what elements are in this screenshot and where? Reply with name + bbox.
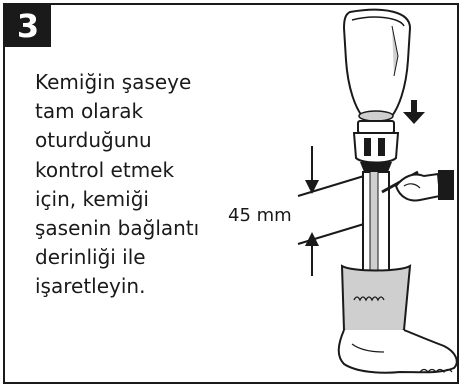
connector-adapter-icon [354, 121, 398, 172]
hand-with-pen-icon [382, 170, 454, 200]
measurement-indicator [298, 146, 364, 276]
arrow-down-icon [403, 100, 425, 124]
measurement-label: 45 mm [228, 205, 292, 226]
tube-pylon-icon [363, 172, 389, 282]
prosthetic-socket-icon [344, 10, 410, 121]
foot-shell-icon [339, 266, 457, 373]
